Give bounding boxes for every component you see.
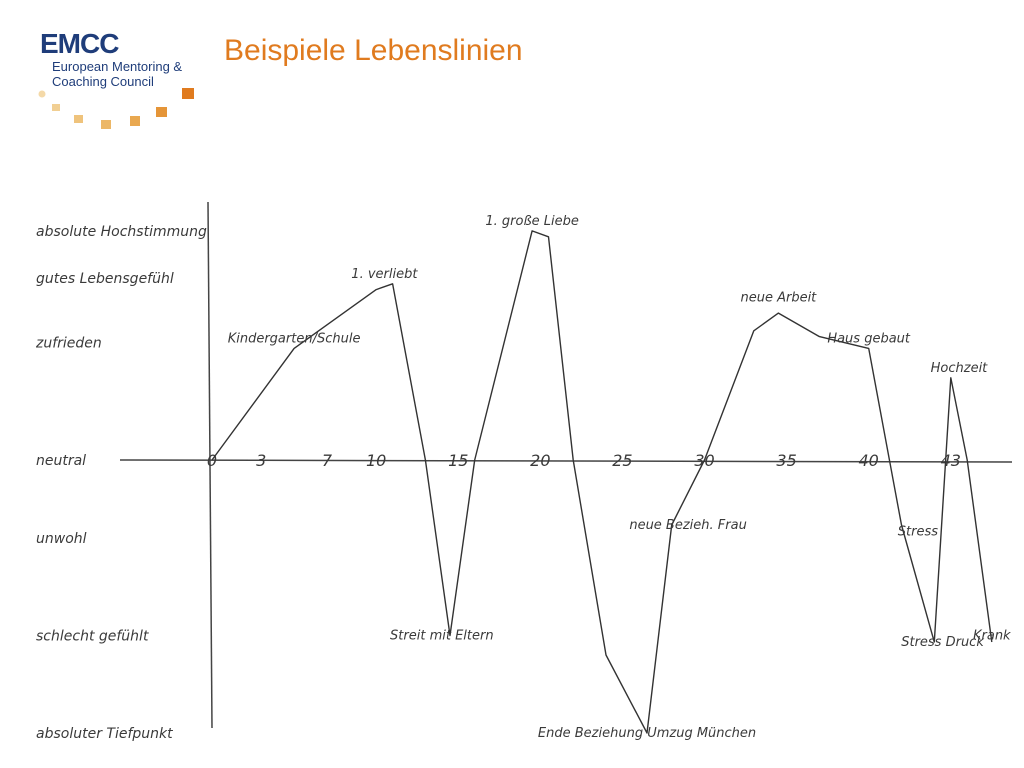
x-tick-label: 35 [776,451,796,470]
logo-dot [182,88,194,99]
y-level-label: schlecht gefühlt [36,629,149,645]
logo-dot [130,116,140,126]
emcc-logo: EMCC European Mentoring & Coaching Counc… [34,28,224,138]
logo-subtitle: European Mentoring & Coaching Council [52,59,183,89]
y-level-label: zufrieden [35,336,102,352]
life-line-chart: absolute Hochstimmung gutes Lebensgefühl z… [35,201,1013,742]
x-tick-label: 15 [448,451,468,470]
annotation-label: Krank [973,629,1011,644]
annotation-group: 1. verliebt 1. große LiebeKindergarten/Sc… [228,214,1011,741]
annotation-label: Streit mit Eltern [390,629,494,644]
y-level-label: neutral [36,453,86,469]
y-level-labels: absolute Hochstimmung gutes Lebensgefühl z… [35,224,207,742]
annotation-label: 1. große Liebe [485,214,579,229]
page-title: Beispiele Lebenslinien [224,34,523,67]
logo-dot [101,120,111,129]
y-level-label: unwohl [36,531,87,547]
x-tick-label: 7 [322,451,333,470]
annotation-label: 1. verliebt [351,267,418,282]
logo-dots [38,88,194,129]
annotation-label: Hochzeit [931,361,989,376]
annotation-label: Stress Druck [901,635,984,650]
y-level-label: gutes Lebensgefühl [36,271,174,287]
x-tick-label: 10 [366,451,386,470]
x-axis [119,459,1013,463]
x-tick-label: 0 [207,451,217,470]
logo-dot [52,104,60,111]
y-level-label: absoluter Tiefpunkt [36,726,173,742]
annotation-label: neue Arbeit [740,290,817,305]
annotation-label: Kindergarten/Schule [228,331,361,346]
y-level-label: absolute Hochstimmung [36,224,207,240]
x-tick-label: 25 [612,451,632,470]
logo-dot [74,115,83,123]
y-axis [207,201,213,729]
logo-dot [38,90,46,98]
logo-dot [156,107,167,117]
series-group [211,230,993,734]
x-tick-label: 3 [256,451,266,470]
x-tick-label: 43 [941,451,961,470]
annotation-label: Haus gebaut [827,331,911,346]
annotation-label: neue Bezieh. Frau [629,518,747,533]
annotation-label: Stress [898,525,938,540]
x-tick-label: 20 [530,451,550,470]
logo-title: EMCC [40,28,119,59]
life-line-series [211,230,993,734]
x-tick-label: 40 [858,451,878,470]
annotation-label: Ende Beziehung Umzug München [538,726,756,741]
